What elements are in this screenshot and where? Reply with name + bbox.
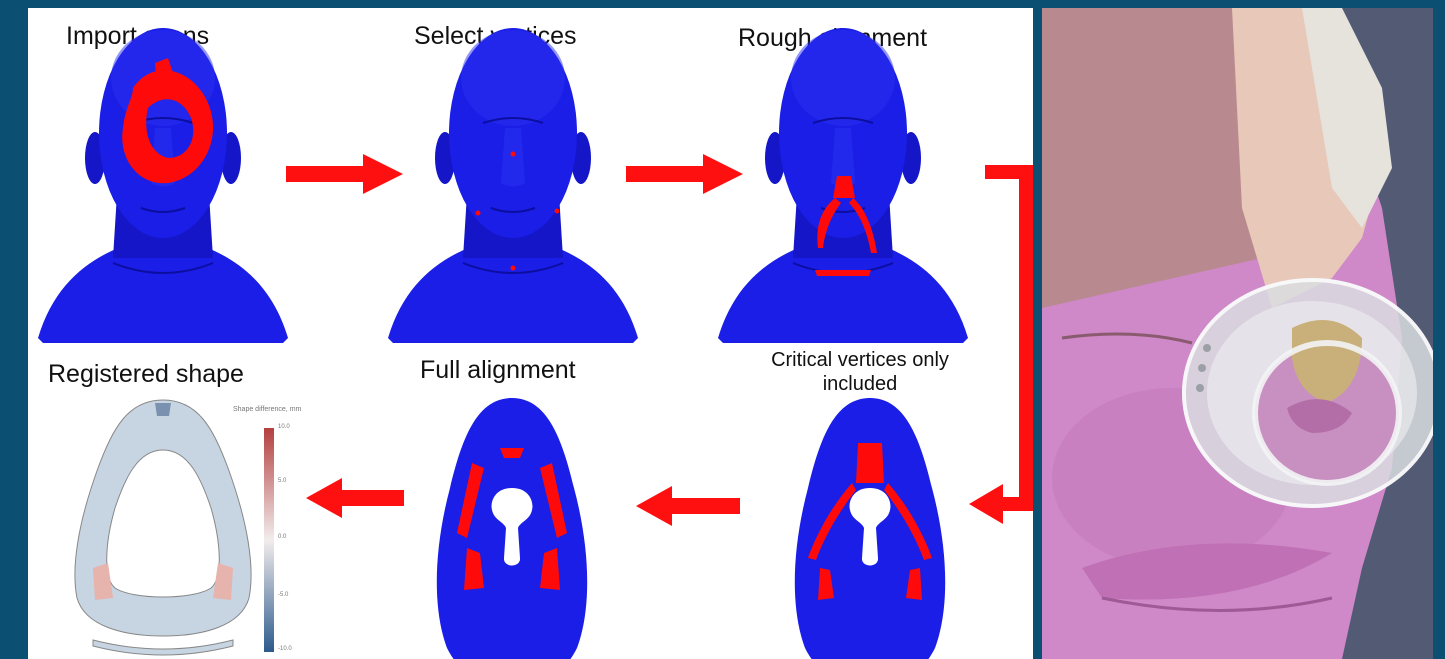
arrow-import-to-select	[286, 154, 403, 194]
mask-critical-vertices	[795, 398, 945, 659]
arrow-select-to-rough	[626, 154, 743, 194]
mask-full-alignment	[437, 398, 587, 659]
colorbar-tick-4: -5.0	[278, 592, 288, 598]
colorbar-tick-top: 10.0	[278, 424, 290, 430]
arrow-full-to-registered	[306, 478, 404, 518]
colorbar-tick-2: 5.0	[278, 478, 286, 484]
head-scan-rough	[718, 28, 968, 343]
colorbar-tick-bottom: -10.0	[278, 646, 292, 652]
colorbar	[264, 428, 274, 652]
colorbar-tick-mid: 0.0	[278, 534, 286, 540]
workflow-graphics	[28, 8, 1033, 659]
face-mask-render	[1042, 8, 1433, 659]
registered-shape-plot	[75, 400, 251, 655]
workflow-diagram-panel: Import scans Select vertices Rough align…	[28, 8, 1033, 659]
face-mask-illustration	[1042, 8, 1433, 659]
head-scan-select	[388, 28, 638, 343]
head-scan-import	[38, 28, 288, 343]
arrow-critical-to-full	[636, 486, 740, 526]
arrow-rough-to-critical	[969, 165, 1033, 524]
colorbar-title: Shape difference, mm	[233, 406, 301, 413]
